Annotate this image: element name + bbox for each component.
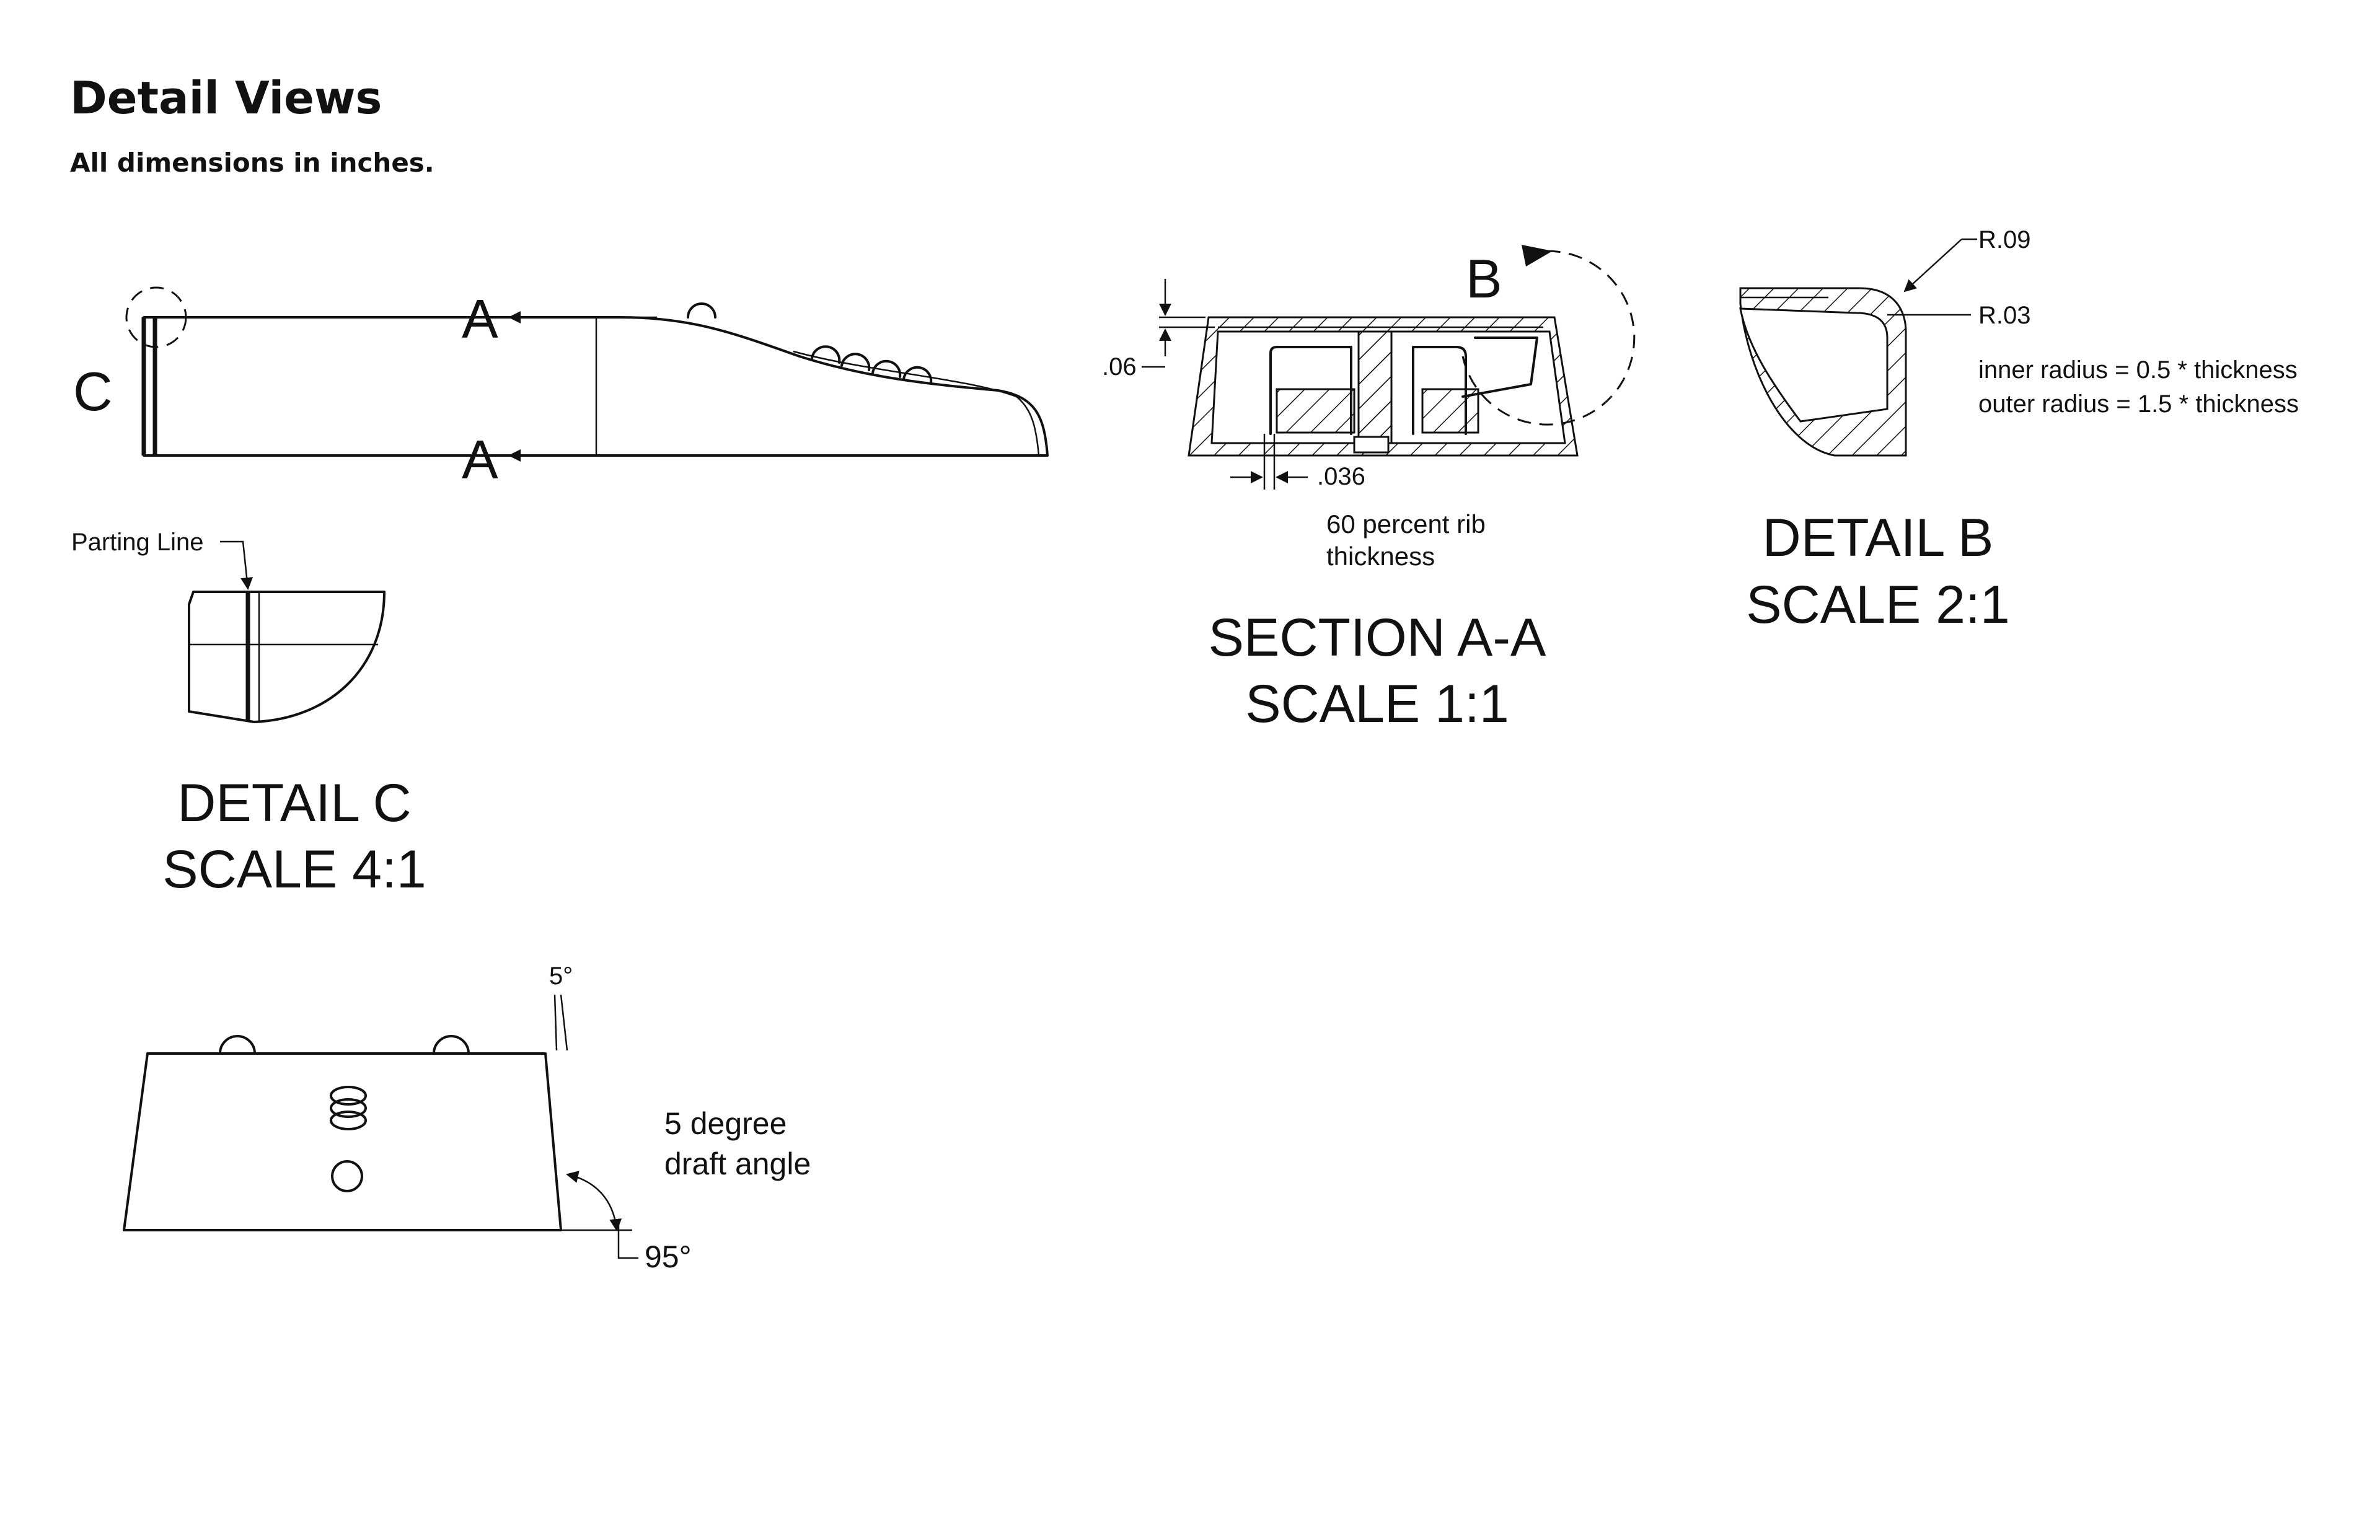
inner-radius-label: R.03 — [1978, 302, 2031, 329]
section-aa-view: .06 .036 60 percent rib thickness B SECT… — [1102, 245, 1636, 734]
detail-c-callout-circle — [125, 286, 187, 348]
wall-thickness-dim: .06 — [1102, 353, 1137, 381]
detail-c-callout-letter: C — [73, 361, 113, 422]
detail-b-view: R.09 R.03 inner radius = 0.5 * thickness… — [1739, 226, 2299, 635]
detail-b-callout-arc — [1461, 250, 1636, 426]
page-subtitle: All dimensions in inches. — [70, 147, 434, 178]
draft-note-line1: 5 degree — [664, 1106, 787, 1141]
section-label-a-top: A — [462, 288, 498, 350]
radius-note-line1: inner radius = 0.5 * thickness — [1978, 356, 2298, 384]
rib-note-line1: 60 percent rib — [1326, 509, 1486, 539]
rib-note-line2: thickness — [1326, 542, 1435, 571]
draft-note-line2: draft angle — [664, 1146, 811, 1181]
detail-c-scale: SCALE 4:1 — [162, 840, 426, 899]
detail-b-callout-letter: B — [1466, 248, 1502, 309]
outer-radius-label: R.09 — [1978, 226, 2031, 253]
section-aa-title: SECTION A-A — [1209, 608, 1546, 667]
radius-note-line2: outer radius = 1.5 * thickness — [1978, 390, 2299, 418]
detail-b-title: DETAIL B — [1763, 508, 1994, 568]
detail-c-title: DETAIL C — [177, 773, 412, 833]
draft-angle-top-label: 5° — [549, 962, 573, 990]
detail-b-scale: SCALE 2:1 — [1746, 575, 2009, 635]
section-label-a-bottom: A — [462, 429, 498, 490]
detail-c-view: Parting Line DETAIL C SCALE 4:1 — [71, 529, 426, 899]
end-view: 5° 5 degree draft angle 95° — [123, 962, 811, 1274]
draft-angle-bottom-label: 95° — [645, 1239, 692, 1274]
parting-line-label: Parting Line — [71, 529, 203, 556]
page-title: Detail Views — [70, 72, 382, 124]
section-aa-scale: SCALE 1:1 — [1245, 674, 1509, 734]
rib-thickness-dim: .036 — [1317, 463, 1365, 490]
side-view: C A A — [73, 286, 1049, 490]
